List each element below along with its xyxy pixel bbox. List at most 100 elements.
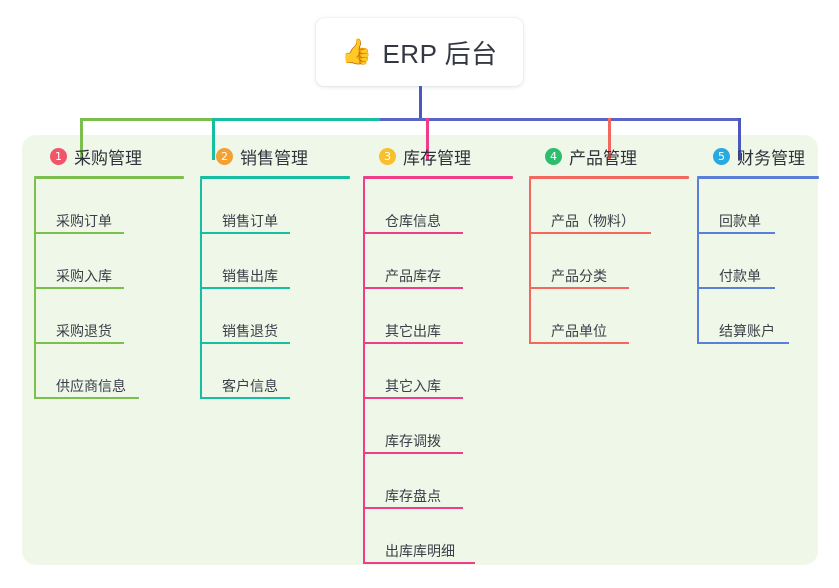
branch-column-财务管理: 5 财务管理回款单付款单结算账户 xyxy=(697,143,819,344)
branch-header-rule xyxy=(34,176,184,179)
leaf-item[interactable]: 采购入库 xyxy=(34,234,184,289)
branch-title: 财务管理 xyxy=(737,148,805,168)
branch-leaf-list: 产品（物料） 产品分类产品单位 xyxy=(529,179,689,344)
branch-column-库存管理: 3 库存管理仓库信息产品库存其它出库其它入库库存调拨库存盘点出库库明细 xyxy=(363,143,513,564)
leaf-item[interactable]: 采购退货 xyxy=(34,289,184,344)
branch-title: 库存管理 xyxy=(403,148,471,168)
leaf-label: 仓库信息 xyxy=(385,213,441,229)
leaf-item[interactable]: 客户信息 xyxy=(200,344,350,399)
leaf-item[interactable]: 产品库存 xyxy=(363,234,513,289)
leaf-label: 库存调拨 xyxy=(385,433,441,449)
branch-spine xyxy=(34,179,36,399)
branch-leaf-list: 回款单付款单结算账户 xyxy=(697,179,819,344)
leaf-item[interactable]: 产品单位 xyxy=(529,289,689,344)
leaf-rule xyxy=(529,232,651,234)
branch-leaf-list: 仓库信息产品库存其它出库其它入库库存调拨库存盘点出库库明细 xyxy=(363,179,513,564)
branch-index-badge: 2 xyxy=(216,147,233,165)
leaf-rule xyxy=(34,287,124,289)
leaf-item[interactable]: 采购订单 xyxy=(34,179,184,234)
branch-header-3[interactable]: 3 库存管理 xyxy=(363,143,513,169)
leaf-rule xyxy=(363,562,475,564)
leaf-item[interactable]: 仓库信息 xyxy=(363,179,513,234)
leaf-item[interactable]: 供应商信息 xyxy=(34,344,184,399)
leaf-label: 采购退货 xyxy=(56,323,112,339)
connector-drop-1 xyxy=(80,118,83,160)
leaf-label: 产品分类 xyxy=(551,268,607,284)
branch-title: 产品管理 xyxy=(569,148,637,168)
connector-stem xyxy=(419,86,422,121)
leaf-rule xyxy=(697,232,775,234)
leaf-rule xyxy=(34,232,124,234)
leaf-rule xyxy=(363,342,463,344)
branch-index-badge: 5 xyxy=(713,147,730,165)
leaf-label: 付款单 xyxy=(719,268,761,284)
branch-header-2[interactable]: 2 销售管理 xyxy=(200,143,350,169)
branch-header-rule xyxy=(529,176,689,179)
leaf-rule xyxy=(34,397,139,399)
connector-drop-2 xyxy=(212,118,215,160)
branch-header-rule xyxy=(200,176,350,179)
leaf-rule xyxy=(363,507,463,509)
leaf-label: 销售出库 xyxy=(222,268,278,284)
leaf-rule xyxy=(200,342,290,344)
leaf-rule xyxy=(697,287,775,289)
leaf-rule xyxy=(529,287,629,289)
leaf-label: 回款单 xyxy=(719,213,761,229)
leaf-label: 采购入库 xyxy=(56,268,112,284)
leaf-rule xyxy=(34,342,124,344)
leaf-label: 采购订单 xyxy=(56,213,112,229)
leaf-item[interactable]: 销售出库 xyxy=(200,234,350,289)
branch-spine xyxy=(200,179,202,399)
branch-column-销售管理: 2 销售管理销售订单销售出库销售退货客户信息 xyxy=(200,143,350,399)
leaf-item[interactable]: 其它入库 xyxy=(363,344,513,399)
leaf-label: 结算账户 xyxy=(719,323,775,339)
leaf-rule xyxy=(363,397,463,399)
leaf-item[interactable]: 其它出库 xyxy=(363,289,513,344)
connector-drop-3 xyxy=(426,118,429,160)
leaf-item[interactable]: 结算账户 xyxy=(697,289,819,344)
branch-header-1[interactable]: 1 采购管理 xyxy=(34,143,184,169)
branch-header-4[interactable]: 4 产品管理 xyxy=(529,143,689,169)
leaf-rule xyxy=(200,232,290,234)
branch-index-badge: 4 xyxy=(545,147,562,165)
branch-title: 采购管理 xyxy=(74,148,142,168)
branch-header-rule xyxy=(363,176,513,179)
branch-header-rule xyxy=(697,176,819,179)
branch-index-badge: 3 xyxy=(379,147,396,165)
branch-leaf-list: 销售订单销售出库销售退货客户信息 xyxy=(200,179,350,399)
leaf-label: 库存盘点 xyxy=(385,488,441,504)
connector-bar-segment-2 xyxy=(212,118,380,121)
leaf-rule xyxy=(363,287,463,289)
root-node-title: ERP 后台 xyxy=(382,38,498,69)
branch-panel xyxy=(22,135,818,565)
leaf-rule xyxy=(363,232,463,234)
leaf-rule xyxy=(529,342,629,344)
leaf-item[interactable]: 库存调拨 xyxy=(363,399,513,454)
leaf-item[interactable]: 回款单 xyxy=(697,179,819,234)
leaf-label: 供应商信息 xyxy=(56,378,126,394)
leaf-label: 出库库明细 xyxy=(385,543,455,559)
leaf-label: 其它出库 xyxy=(385,323,441,339)
leaf-rule xyxy=(200,397,290,399)
root-node-card[interactable]: 👍 ERP 后台 xyxy=(316,18,523,86)
leaf-item[interactable]: 出库库明细 xyxy=(363,509,513,564)
leaf-item[interactable]: 产品（物料） xyxy=(529,179,689,234)
leaf-item[interactable]: 销售订单 xyxy=(200,179,350,234)
leaf-rule xyxy=(363,452,463,454)
branch-spine xyxy=(697,179,699,344)
branch-spine xyxy=(363,179,365,564)
leaf-rule xyxy=(200,287,290,289)
connector-drop-5 xyxy=(738,118,741,160)
connector-bar-segment-3 xyxy=(380,118,738,121)
branch-index-badge: 1 xyxy=(50,147,67,165)
branch-leaf-list: 采购订单采购入库采购退货供应商信息 xyxy=(34,179,184,399)
branch-column-采购管理: 1 采购管理采购订单采购入库采购退货供应商信息 xyxy=(34,143,184,399)
leaf-item[interactable]: 销售退货 xyxy=(200,289,350,344)
leaf-label: 销售退货 xyxy=(222,323,278,339)
branch-header-5[interactable]: 5 财务管理 xyxy=(697,143,819,169)
leaf-item[interactable]: 付款单 xyxy=(697,234,819,289)
branch-title: 销售管理 xyxy=(240,148,308,168)
leaf-item[interactable]: 库存盘点 xyxy=(363,454,513,509)
leaf-item[interactable]: 产品分类 xyxy=(529,234,689,289)
